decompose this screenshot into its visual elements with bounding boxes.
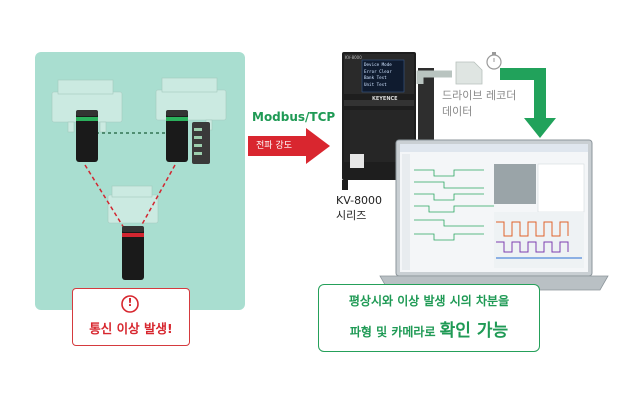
wireless-unit-right xyxy=(166,110,210,164)
plc-model-tag: KV-8000 xyxy=(345,55,362,60)
plc-name-line2: 시리즈 xyxy=(336,209,367,222)
result-line2-emphasis: 확인 가능 xyxy=(439,321,509,341)
drive-recorder-document-icon xyxy=(455,52,502,85)
alert-text: 통신 이상 발생! xyxy=(89,321,173,336)
data-flow-arrow-green xyxy=(500,68,556,138)
signal-strength-arrow xyxy=(248,128,330,164)
plc-name: KV-8000 시리즈 xyxy=(336,193,382,223)
plc-brand: KEYENCE xyxy=(372,96,398,102)
plc-name-line1: KV-8000 xyxy=(336,194,383,207)
result-line2: 파형 및 카메라로 확인 가능 xyxy=(318,316,540,341)
data-flow-arrow-gray xyxy=(416,70,452,84)
machine-bottom xyxy=(107,185,159,224)
plc-screen: Device Mode Error Clear Bank Test Unit T… xyxy=(364,62,404,88)
drive-recorder-label: 드라이브 레코더 데이터 xyxy=(442,88,516,120)
result-line2-prefix: 파형 및 카메라로 xyxy=(349,325,440,339)
drive-recorder-line2: 데이터 xyxy=(442,105,473,118)
laptop xyxy=(379,139,609,291)
signal-strength-label: 전파 강도 xyxy=(256,141,292,151)
result-box xyxy=(318,284,540,352)
alert-exclamation-icon: ! xyxy=(127,296,133,309)
protocol-label: Modbus/TCP xyxy=(252,110,336,124)
machine-left xyxy=(51,79,123,133)
wireless-unit-left xyxy=(76,110,98,162)
plc-screen-line: Bank Test xyxy=(364,75,387,80)
link-left-broken xyxy=(84,164,125,229)
plc-screen-line: Device Mode xyxy=(364,62,392,67)
wireless-unit-bottom xyxy=(122,226,144,280)
result-line1: 평상시와 이상 발생 시의 차분을 xyxy=(348,294,510,308)
plc-screen-line: Error Clear xyxy=(364,68,392,74)
plc-screen-line: Unit Test xyxy=(364,81,387,87)
drive-recorder-line1: 드라이브 레코더 xyxy=(442,89,517,102)
link-right-broken xyxy=(139,164,176,229)
